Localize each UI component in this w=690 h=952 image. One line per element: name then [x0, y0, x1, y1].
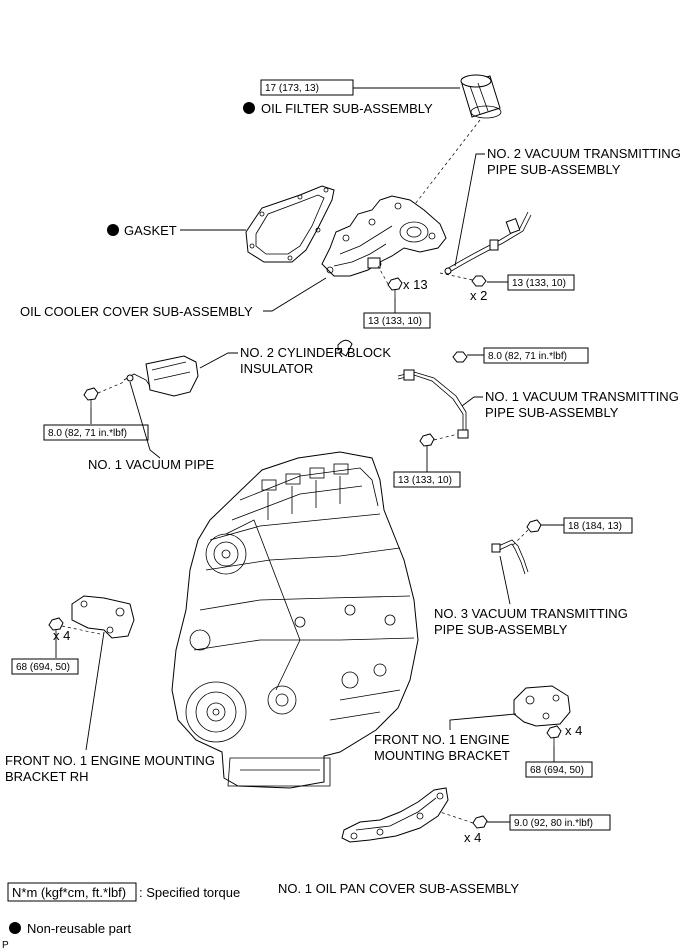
torque-box-no3-vtp: [563, 517, 633, 534]
bolt-icon: [387, 277, 403, 298]
qty-front: x 4: [565, 723, 582, 738]
non-reusable-marker-icon: [107, 224, 119, 236]
gasket-drawing: [245, 185, 335, 263]
torque-box-no1-vtp-upper: [483, 347, 589, 364]
label-front-line2: MOUNTING BRACKET: [374, 748, 510, 763]
bolt-icon: [48, 617, 64, 640]
torque-oil-filter: 17 (173, 13): [265, 83, 319, 94]
hose-piece: [337, 339, 353, 357]
no1-vacuum-pipe-drawing: [123, 373, 151, 387]
non-reusable-legend-icon: [9, 922, 21, 934]
torque-no1-vacuum-pipe: 8.0 (82, 71 in.*lbf): [48, 428, 127, 439]
torque-no3-vtp: 18 (184, 13): [568, 521, 622, 532]
label-no2-cbi-line1: NO. 2 CYLINDER BLOCK: [240, 345, 391, 360]
label-front-line1: FRONT NO. 1 ENGINE: [374, 732, 510, 747]
bolt-icon: [472, 815, 488, 829]
qty-oil-pan: x 4: [464, 830, 481, 845]
torque-box-no1-vacuum-pipe: [43, 424, 149, 441]
oil-cooler-cover-drawing: [321, 195, 447, 277]
bolt-icon: [419, 433, 435, 447]
bolt-icon: [546, 725, 562, 746]
label-no1-vtp-line1: NO. 1 VACUUM TRANSMITTING: [485, 389, 679, 404]
qty-front-rh: x 4: [53, 628, 70, 643]
label-no1-vacuum-pipe: NO. 1 VACUUM PIPE: [88, 457, 215, 472]
torque-box-front-rh: [11, 658, 79, 675]
torque-front: 68 (694, 50): [530, 765, 584, 776]
front-mounting-bracket-drawing: [513, 685, 571, 727]
torque-no1-vtp-lower: 13 (133, 10): [398, 475, 452, 486]
engine-block-drawing: [171, 451, 419, 789]
label-no1-vtp-line2: PIPE SUB-ASSEMBLY: [485, 405, 619, 420]
front-mounting-bracket-rh-drawing: [71, 595, 135, 639]
torque-box-no2-vtp: [507, 274, 575, 291]
label-no3-vtp-line1: NO. 3 VACUUM TRANSMITTING: [434, 606, 628, 621]
bolt-icon: [83, 387, 99, 408]
torque-oil-pan: 9.0 (92, 80 in.*lbf): [514, 818, 593, 829]
label-no3-vtp-line2: PIPE SUB-ASSEMBLY: [434, 622, 568, 637]
torque-box-oil-filter: [260, 79, 354, 96]
legend-torque-desc: : Specified torque: [139, 885, 240, 900]
nut-icon: [452, 351, 468, 363]
qty-oil-cooler: x 13: [403, 277, 428, 292]
label-oil-pan-cover: NO. 1 OIL PAN COVER SUB-ASSEMBLY: [278, 881, 519, 896]
label-front-rh-line2: BRACKET RH: [5, 769, 89, 784]
nut-icon: [471, 275, 487, 287]
label-no2-cbi-line2: INSULATOR: [240, 361, 313, 376]
torque-oil-cooler: 13 (133, 10): [368, 316, 422, 327]
no3-vacuum-pipe-drawing: [491, 539, 529, 575]
bolt-icon: [526, 519, 542, 533]
torque-box-oil-pan: [509, 814, 611, 831]
oil-filter-drawing: [460, 74, 502, 119]
torque-front-rh: 68 (694, 50): [16, 662, 70, 673]
legend-torque-box: [7, 882, 137, 902]
legend-torque-unit: N*m (kgf*cm, ft.*lbf): [12, 885, 126, 900]
torque-box-oil-cooler: [363, 312, 431, 329]
torque-no1-vtp-upper: 8.0 (82, 71 in.*lbf): [488, 351, 567, 362]
torque-box-no1-vtp-lower: [393, 471, 461, 488]
torque-no2-vtp: 13 (133, 10): [512, 278, 566, 289]
label-oil-cooler-cover: OIL COOLER COVER SUB-ASSEMBLY: [20, 304, 253, 319]
oil-pan-cover-drawing: [341, 787, 449, 843]
no1-vacuum-transmitting-pipe-drawing: [397, 369, 469, 439]
corner-mark: P: [2, 940, 9, 951]
no2-vacuum-pipe-drawing: [444, 211, 532, 275]
torque-box-front: [525, 761, 593, 778]
non-reusable-marker-icon: [243, 102, 255, 114]
label-gasket: GASKET: [124, 223, 177, 238]
label-no2-vtp-line2: PIPE SUB-ASSEMBLY: [487, 162, 621, 177]
legend-non-reusable: Non-reusable part: [27, 921, 131, 936]
label-no2-vtp-line1: NO. 2 VACUUM TRANSMITTING: [487, 146, 681, 161]
label-front-rh-line1: FRONT NO. 1 ENGINE MOUNTING: [5, 753, 215, 768]
label-oil-filter: OIL FILTER SUB-ASSEMBLY: [261, 101, 433, 116]
qty-no2-vtp: x 2: [470, 288, 487, 303]
cylinder-block-insulator-drawing: [145, 355, 199, 397]
